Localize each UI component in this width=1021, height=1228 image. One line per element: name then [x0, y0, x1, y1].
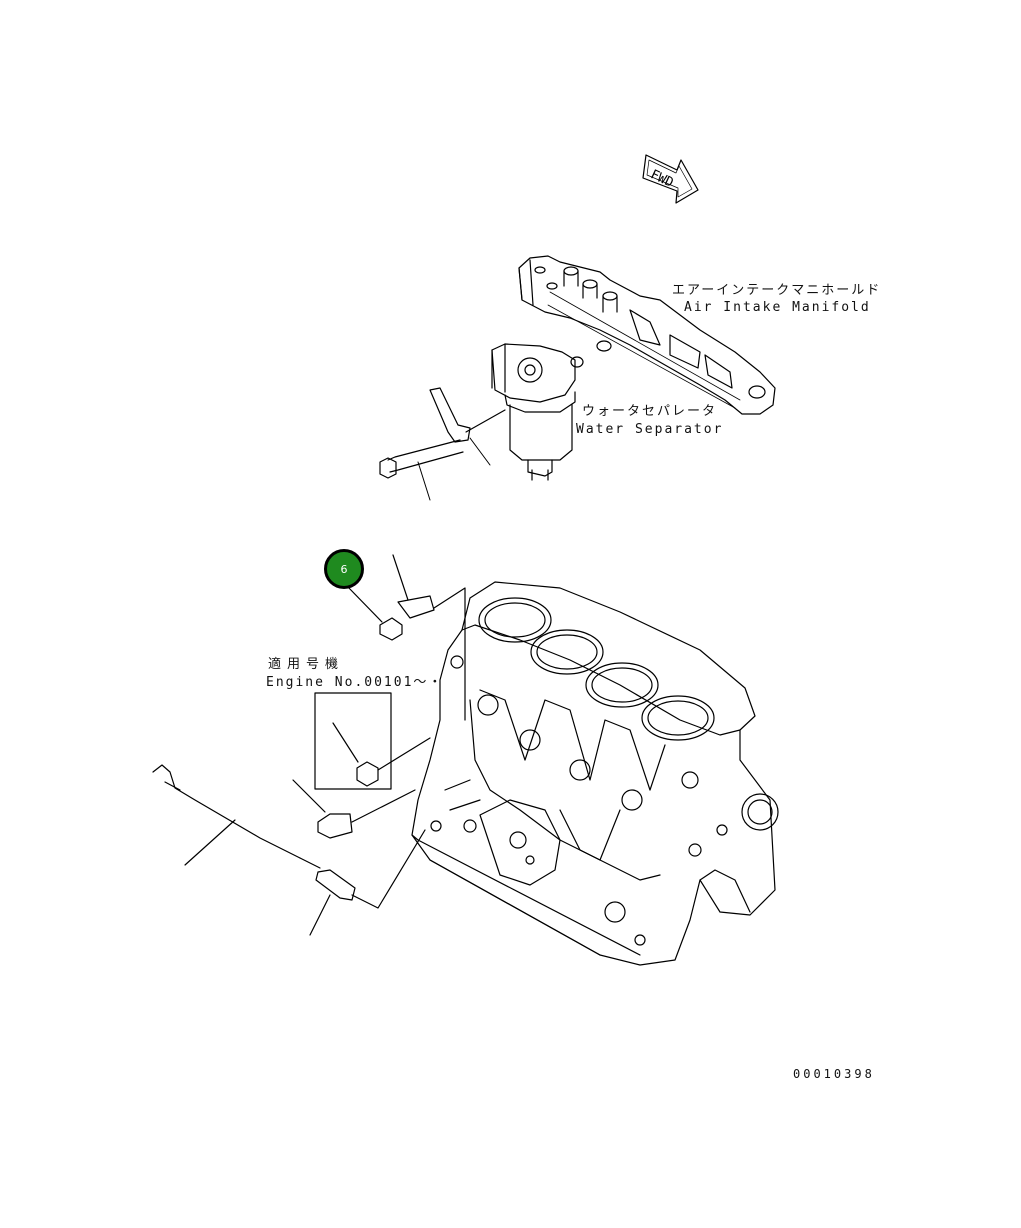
- fwd-arrow: FWD: [642, 154, 699, 204]
- air-intake-manifold-label-en: Air Intake Manifold: [684, 300, 871, 315]
- leader-lines: [152, 554, 466, 936]
- cylinder-block-drawing: [411, 581, 779, 966]
- water-separator-label-en: Water Separator: [576, 422, 724, 437]
- callout-badge[interactable]: 6: [324, 549, 364, 589]
- air-intake-manifold-label-jp: エアーインテークマニホールド: [672, 283, 882, 298]
- applicability-label-en: Engine No.00101〜・: [266, 675, 444, 690]
- drawing-number: 00010398: [793, 1067, 875, 1081]
- water-separator-label-jp: ウォータセパレータ: [582, 404, 718, 419]
- applicability-label-jp: 適用号機: [268, 657, 345, 672]
- air-intake-manifold-drawing: [518, 255, 776, 415]
- water-separator-drawing: [379, 343, 584, 501]
